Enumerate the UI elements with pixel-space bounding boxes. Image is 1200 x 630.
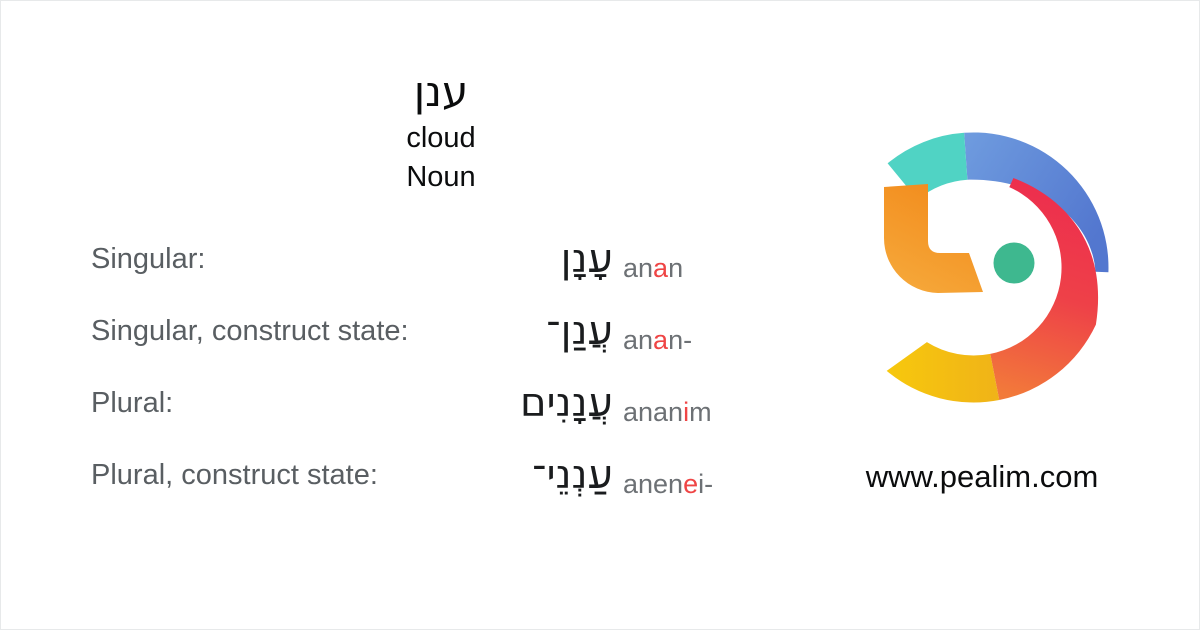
headword-translation: cloud bbox=[406, 122, 476, 154]
website-url: www.pealim.com bbox=[865, 459, 1099, 494]
translit-stressed-letter: a bbox=[653, 325, 669, 355]
translit-pre: anan bbox=[623, 397, 684, 427]
part-of-speech: Noun bbox=[406, 161, 476, 193]
logo-arc-teal bbox=[887, 132, 968, 200]
translit-pre: an bbox=[623, 325, 654, 355]
translit-post: n bbox=[668, 253, 684, 283]
translit-stressed-letter: e bbox=[683, 469, 699, 499]
translit-pre: an bbox=[623, 253, 654, 283]
form-row-singular: Singular: עָנָן anan bbox=[91, 237, 811, 297]
form-label: Plural: bbox=[91, 387, 174, 419]
headword-hebrew: ענן bbox=[413, 67, 469, 116]
form-row-plural: Plural: עֲנָנִים ananim bbox=[91, 381, 811, 441]
form-label: Singular: bbox=[91, 243, 206, 275]
form-hebrew: עַנְנֵי־ bbox=[532, 452, 613, 498]
translit-pre: anen bbox=[623, 469, 684, 499]
form-transliteration: anan bbox=[623, 253, 683, 284]
form-hebrew: עֲנַן־ bbox=[546, 308, 613, 354]
translit-stressed-letter: a bbox=[653, 253, 669, 283]
translit-post: n- bbox=[668, 325, 693, 355]
logo-arc-blue bbox=[964, 132, 1109, 273]
form-transliteration: anenei- bbox=[623, 469, 713, 500]
form-transliteration: anan- bbox=[623, 325, 692, 356]
logo-dot bbox=[993, 242, 1035, 284]
word-header: ענן cloud Noun bbox=[291, 67, 591, 195]
translit-post: m bbox=[689, 397, 712, 427]
form-hebrew: עֲנָנִים bbox=[520, 380, 613, 426]
pealim-logo bbox=[884, 132, 1109, 403]
form-label: Singular, construct state: bbox=[91, 315, 409, 347]
form-hebrew: עָנָן bbox=[560, 236, 613, 282]
form-label: Plural, construct state: bbox=[91, 459, 378, 491]
translit-stressed-letter: i bbox=[683, 397, 690, 427]
form-row-singular-construct: Singular, construct state: עֲנַן־ anan- bbox=[91, 309, 811, 369]
logo-arc-red bbox=[990, 178, 1099, 400]
logo-inner-stroke bbox=[884, 184, 983, 293]
form-transliteration: ananim bbox=[623, 397, 712, 428]
form-row-plural-construct: Plural, construct state: עַנְנֵי־ anenei… bbox=[91, 453, 811, 513]
translit-post: i- bbox=[698, 469, 714, 499]
logo-arc-yellow bbox=[886, 342, 1000, 403]
